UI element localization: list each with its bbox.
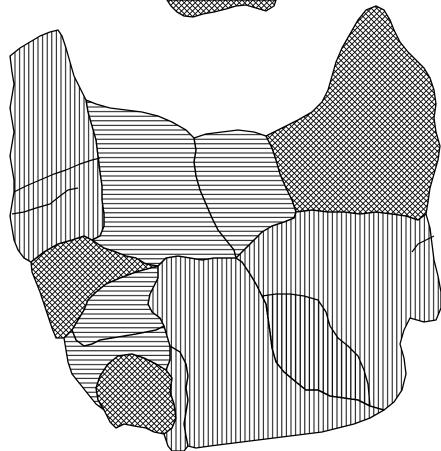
border-north-notch xyxy=(411,235,435,253)
region-north-east xyxy=(265,5,441,221)
region-south-central xyxy=(147,255,385,449)
border-west-split xyxy=(13,157,101,193)
region-layer xyxy=(9,0,441,451)
region-western-strip xyxy=(9,29,105,263)
border-west-inlet xyxy=(11,187,79,215)
coastline-details xyxy=(11,157,435,253)
region-top-fragment xyxy=(166,0,277,18)
